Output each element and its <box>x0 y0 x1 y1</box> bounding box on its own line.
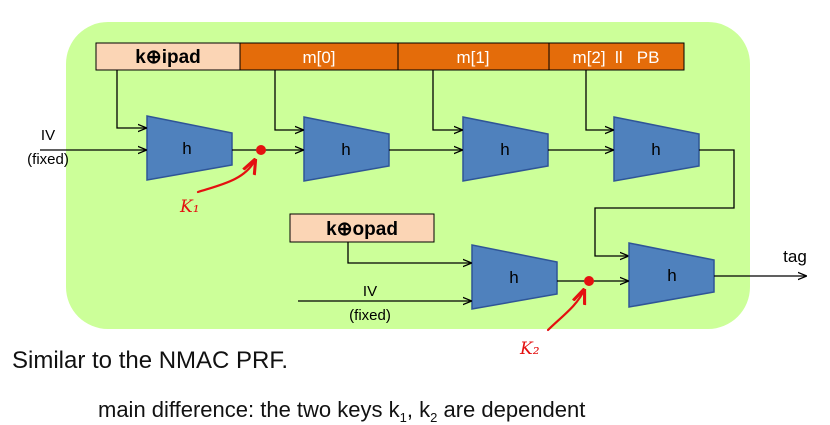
key-opad-box <box>289 213 435 243</box>
caption-sub-2: 2 <box>430 410 438 425</box>
h-box-4-label: h <box>651 140 660 159</box>
caption-line-2-prefix: main difference: the two keys k <box>98 397 400 422</box>
h-box-4: h <box>613 116 700 182</box>
h-box-1-label: h <box>182 139 191 158</box>
message-block-2-label: m[2] ll PB <box>573 48 660 67</box>
caption-line-2: main difference: the two keys k1, k2 are… <box>98 397 586 425</box>
inner-chain-arrows <box>40 70 735 256</box>
k1-dot <box>256 145 266 155</box>
inner-iv-fixed-label: (fixed) <box>27 151 69 168</box>
caption-line-2-suffix: are dependent <box>437 397 586 422</box>
background-panel <box>66 22 750 329</box>
message-block-1 <box>397 42 550 71</box>
k2-annotation: K₂ <box>519 276 594 359</box>
h-box-outer-2: h <box>628 242 715 308</box>
tag-label: tag <box>783 247 807 266</box>
message-block-2 <box>548 42 685 71</box>
h-box-3-label: h <box>500 140 509 159</box>
h-box-outer-1-label: h <box>509 268 518 287</box>
h-box-2: h <box>303 116 390 182</box>
inner-iv-label: IV <box>41 127 55 144</box>
outer-iv-fixed-label: (fixed) <box>349 307 391 324</box>
message-block-1-label: m[1] <box>456 48 489 67</box>
h-box-2-label: h <box>341 140 350 159</box>
message-block-0-label: m[0] <box>302 48 335 67</box>
caption-sub-1: 1 <box>399 410 407 425</box>
outer-iv-label: IV <box>363 283 377 300</box>
k2-dot <box>584 276 594 286</box>
k1-annotation: K₁ <box>179 145 266 217</box>
caption-line-1: Similar to the NMAC PRF. <box>12 347 289 374</box>
h-box-1: h <box>146 115 233 181</box>
key-opad-label: k⊕opad <box>326 219 398 240</box>
caption-line-2-mid: , k <box>406 397 431 422</box>
h-box-outer-1: h <box>471 244 558 310</box>
k1-handwritten-label: K₁ <box>179 197 200 217</box>
key-ipad-label: k⊕ipad <box>135 47 201 68</box>
k2-handwritten-label: K₂ <box>519 339 540 359</box>
h-box-outer-2-label: h <box>667 266 676 285</box>
h-box-3: h <box>462 116 549 182</box>
